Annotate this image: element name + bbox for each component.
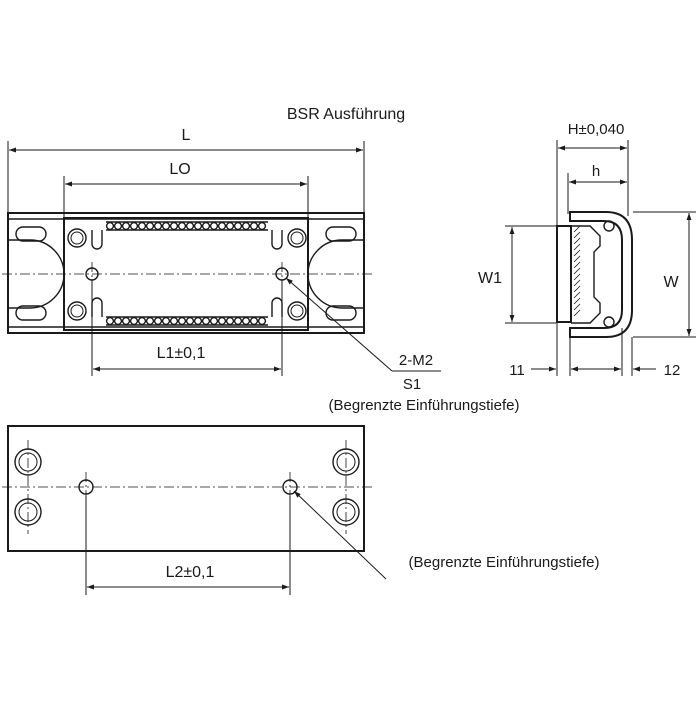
ball: [177, 316, 187, 326]
ball-row-top: [105, 221, 267, 231]
top-outer-plate: [7, 212, 365, 334]
dim-label-11: 11: [509, 362, 525, 379]
ball: [113, 316, 123, 326]
side-carriage: [556, 225, 572, 323]
ball-row-bottom: [105, 316, 267, 326]
top-view: L LO: [2, 127, 519, 414]
side-rail-outer: [569, 211, 633, 338]
hatch-line: [573, 273, 581, 281]
ball: [113, 221, 123, 231]
hatch-line: [573, 261, 581, 269]
hatch-line: [573, 255, 581, 263]
dim-label-W: W: [663, 274, 679, 291]
ball: [225, 221, 235, 231]
ball: [249, 221, 259, 231]
hatch-line: [573, 237, 581, 245]
callout-leader-bottom: [293, 490, 387, 580]
callout-screw-spec: 2-M2: [399, 352, 433, 369]
ball: [129, 316, 139, 326]
ball: [153, 221, 163, 231]
ball: [177, 221, 187, 231]
side-carriage-hatch: [573, 225, 581, 317]
dim-label-H: H±0,040: [568, 121, 625, 138]
dim-label-L: L: [182, 127, 191, 144]
ball: [121, 316, 131, 326]
ball: [137, 221, 147, 231]
hatch-line: [573, 267, 581, 275]
ball: [225, 316, 235, 326]
dim-label-W1: W1: [478, 270, 502, 287]
ball: [233, 221, 243, 231]
ball: [209, 221, 219, 231]
ball: [185, 316, 195, 326]
top-hole-tr: [287, 228, 307, 248]
ball: [129, 221, 139, 231]
ball: [217, 221, 227, 231]
hatch-line: [573, 291, 581, 299]
dim-label-h: h: [592, 163, 600, 180]
dim-label-L1: L1±0,1: [157, 345, 206, 362]
slot-left-top: [15, 226, 47, 242]
ball: [169, 316, 179, 326]
depth-note-top: (Begrenzte Einführungstiefe): [329, 397, 520, 414]
hatch-line: [573, 297, 581, 305]
ball: [161, 316, 171, 326]
ball: [193, 316, 203, 326]
ball: [193, 221, 203, 231]
hatch-line: [573, 225, 581, 233]
ball: [161, 221, 171, 231]
hatch-line: [573, 249, 581, 257]
callout-leader-top: [285, 277, 393, 372]
ball: [217, 316, 227, 326]
hatch-line: [573, 309, 581, 317]
callout-screw-depth: S1: [403, 376, 421, 393]
drawing-title: BSR Ausführung: [287, 106, 405, 123]
ball: [145, 221, 155, 231]
hatch-line: [573, 243, 581, 251]
dim-label-12: 12: [664, 362, 681, 379]
hatch-line: [573, 279, 581, 287]
ball: [137, 316, 147, 326]
side-ball-bottom: [603, 316, 615, 328]
ball: [169, 221, 179, 231]
slot-right-top: [325, 226, 357, 242]
ball: [241, 316, 251, 326]
ball: [209, 316, 219, 326]
ball: [201, 221, 211, 231]
ball: [201, 316, 211, 326]
hatch-line: [573, 285, 581, 293]
ball: [185, 221, 195, 231]
ball: [249, 316, 259, 326]
depth-note-bottom: (Begrenzte Einführungstiefe): [409, 554, 600, 571]
top-hole-tl: [67, 228, 87, 248]
ball: [257, 221, 267, 231]
top-hole-bl: [67, 301, 87, 321]
ball: [121, 221, 131, 231]
slot-left-bottom: [15, 305, 47, 321]
ball: [105, 316, 115, 326]
ball: [105, 221, 115, 231]
ball: [153, 316, 163, 326]
side-ball-top: [603, 220, 615, 232]
ball: [233, 316, 243, 326]
bottom-plate: [7, 425, 365, 552]
top-hole-br: [287, 301, 307, 321]
hatch-line: [573, 231, 581, 239]
hatch-line: [573, 303, 581, 311]
dim-label-L2: L2±0,1: [166, 564, 215, 581]
dim-label-LO: LO: [169, 161, 190, 178]
side-view: H±0,040 h W1 W 11 12: [478, 121, 696, 379]
ball: [145, 316, 155, 326]
ball: [241, 221, 251, 231]
ball: [257, 316, 267, 326]
bottom-view: L2±0,1 (Begrenzte Einführungstiefe): [2, 425, 600, 595]
